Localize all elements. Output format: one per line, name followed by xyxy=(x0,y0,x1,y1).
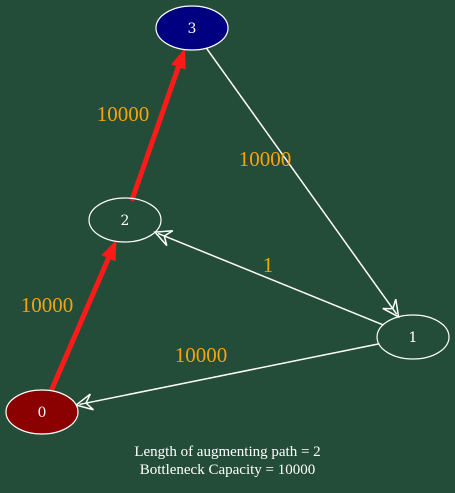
arrow-head-icon xyxy=(382,298,400,319)
arrow-head-icon xyxy=(101,240,117,262)
edge-line xyxy=(48,255,112,394)
bottleneck-capacity-text: Bottleneck Capacity = 10000 xyxy=(139,462,316,478)
edge-capacity-label: 1 xyxy=(263,253,274,277)
augmenting-path-length-text: Length of augmenting path = 2 xyxy=(134,444,321,460)
node-shape xyxy=(88,197,162,243)
node-shape xyxy=(376,314,450,360)
node-label: 0 xyxy=(38,405,47,421)
edge-0-to-2: 10000 xyxy=(21,240,117,394)
node-0: 0 xyxy=(5,389,79,435)
edge-1-to-0: 10000 xyxy=(74,343,380,411)
edge-line xyxy=(205,47,398,315)
edge-capacity-label: 10000 xyxy=(239,147,292,171)
node-3: 3 xyxy=(155,5,229,51)
edge-2-to-3: 10000 xyxy=(97,48,186,201)
edge-line xyxy=(79,343,380,406)
node-shape xyxy=(155,5,229,51)
edge-capacity-label: 10000 xyxy=(97,102,150,126)
edge-line xyxy=(130,64,182,201)
edge-capacity-label: 10000 xyxy=(21,293,74,317)
node-label: 3 xyxy=(188,21,197,37)
node-1: 1 xyxy=(376,314,450,360)
arrow-head-icon xyxy=(74,393,94,411)
node-label: 2 xyxy=(121,213,130,229)
node-label: 1 xyxy=(409,330,418,346)
edge-1-to-2: 1 xyxy=(153,230,384,326)
edges-layer: 10000 10000 10000 1 10000 xyxy=(21,47,400,411)
node-shape xyxy=(5,389,79,435)
edge-3-to-1: 10000 xyxy=(205,47,400,319)
arrow-head-icon xyxy=(171,48,186,70)
arrow-head-icon xyxy=(153,230,174,247)
edge-capacity-label: 10000 xyxy=(175,343,228,367)
edge-line xyxy=(157,232,384,326)
node-2: 2 xyxy=(88,197,162,243)
nodes-layer: 0 1 2 3 xyxy=(5,5,450,435)
